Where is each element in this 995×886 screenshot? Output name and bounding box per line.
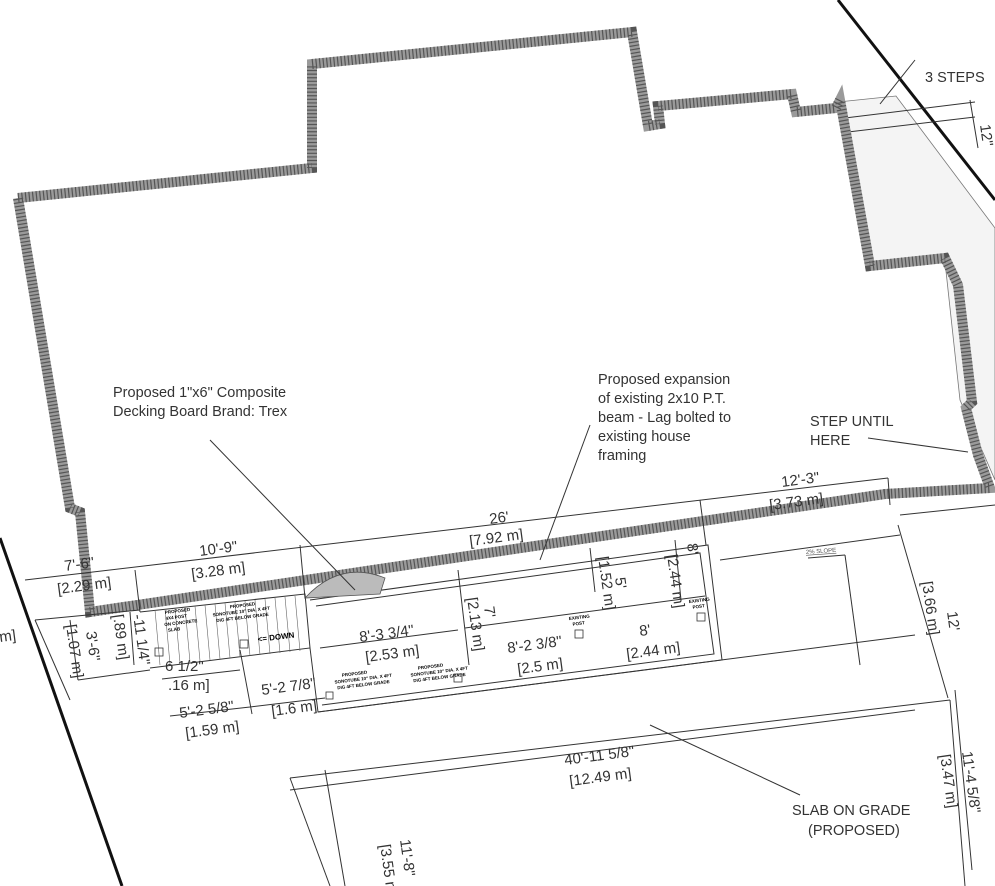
dim-slab-depth: 12' xyxy=(943,610,963,632)
existing-post-note: EXISTINGPOST xyxy=(689,597,712,611)
dim-height-5: 5' xyxy=(611,576,629,590)
dim-overall: 26' xyxy=(488,509,510,528)
dim-slab-depth-metric: [3.66 m] xyxy=(918,580,942,636)
dim-stair-inner-metric: [.89 m] xyxy=(109,613,132,661)
dim-stair-inner: -11 1/4" xyxy=(129,613,153,666)
dim-span-b: 8'-2 3/8" xyxy=(506,633,563,657)
dim-edge-left: m] xyxy=(0,627,17,646)
dim-slab-length-metric: [12.49 m] xyxy=(568,765,632,790)
slope-note: 2% SLOPE xyxy=(806,548,837,556)
dim-stair-depth: 3'-6" xyxy=(82,630,103,662)
dimension-lines xyxy=(24,59,979,886)
dim-height-8: 8' xyxy=(683,542,701,556)
dim-height-5-metric: [1.52 m] xyxy=(594,555,618,611)
house-outline xyxy=(13,26,995,618)
dim-span-a: 8'-3 3/4" xyxy=(358,622,415,646)
post-slab-note: PROPOSED4X4 POST ON CONCRETESLAB xyxy=(163,606,199,633)
slab-note: SLAB ON GRADE (PROPOSED) xyxy=(792,803,914,839)
post-square xyxy=(239,639,249,649)
step-line xyxy=(847,116,976,133)
dim-span-d: 5'-2 5/8" xyxy=(178,698,235,722)
dim-span-d-metric: [1.59 m] xyxy=(184,718,240,742)
decking-note: Proposed 1"x6" Composite Decking Board B… xyxy=(113,385,290,420)
sonotube-note: PROPOSEDSONOTUBE 10" DIA. X 4FT DIG 4FT … xyxy=(410,659,471,683)
down-arrow-note: <= DOWN xyxy=(257,631,295,644)
dim-slab-left: 11'-8" xyxy=(396,838,418,877)
dim-small: 6 1/2" xyxy=(165,658,204,675)
dim-span-e-metric: [1.6 m] xyxy=(270,697,318,720)
dim-far-left-metric: [2.29 m] xyxy=(56,574,112,598)
dim-slab-right: 11'-4 5/8" xyxy=(958,750,983,814)
dim-height-7: 7' xyxy=(480,605,498,619)
existing-post-note: EXISTINGPOST xyxy=(569,614,592,628)
dim-span-a-metric: [2.53 m] xyxy=(364,642,420,666)
dim-right-top-metric: [3.73 m] xyxy=(768,490,824,514)
post-square xyxy=(325,691,334,700)
step-line xyxy=(844,101,976,119)
dim-overall-metric: [7.92 m] xyxy=(468,526,524,550)
dim-left-top-metric: [3.28 m] xyxy=(190,559,246,583)
dim-far-left: 7'-6" xyxy=(63,554,95,575)
dim-span-b-metric: [2.5 m] xyxy=(516,655,564,678)
dim-slab-left-metric: [3.55 m] xyxy=(376,843,400,886)
property-line-left xyxy=(0,537,124,886)
property-line-right xyxy=(836,0,995,201)
three-steps-note: 3 STEPS xyxy=(925,70,985,86)
post-square xyxy=(154,647,164,657)
dim-steps: 12" xyxy=(976,123,995,147)
beam-note: Proposed expansion of existing 2x10 P.T.… xyxy=(598,372,735,464)
post-square xyxy=(453,673,463,683)
post-markers xyxy=(154,612,706,700)
stair-treads xyxy=(154,595,301,666)
dim-span-c-metric: [2.44 m] xyxy=(625,639,681,663)
hatched-area xyxy=(304,571,386,599)
post-square xyxy=(696,612,706,622)
dim-span-c: 8' xyxy=(638,622,651,640)
post-square xyxy=(574,629,584,639)
dim-slab-right-metric: [3.47 m] xyxy=(936,753,960,809)
step-until-note: STEP UNTIL HERE xyxy=(810,414,897,449)
dim-right-top: 12'-3" xyxy=(780,469,820,491)
sonotube-note: PROPOSEDSONOTUBE 10" DIA. X 4FT DIG 4FT … xyxy=(334,667,395,691)
slab-outline xyxy=(34,504,995,886)
dim-left-top: 10'-9" xyxy=(198,538,238,560)
dim-small-metric: .16 m] xyxy=(168,677,210,694)
dim-span-e: 5'-2 7/8" xyxy=(260,675,317,699)
